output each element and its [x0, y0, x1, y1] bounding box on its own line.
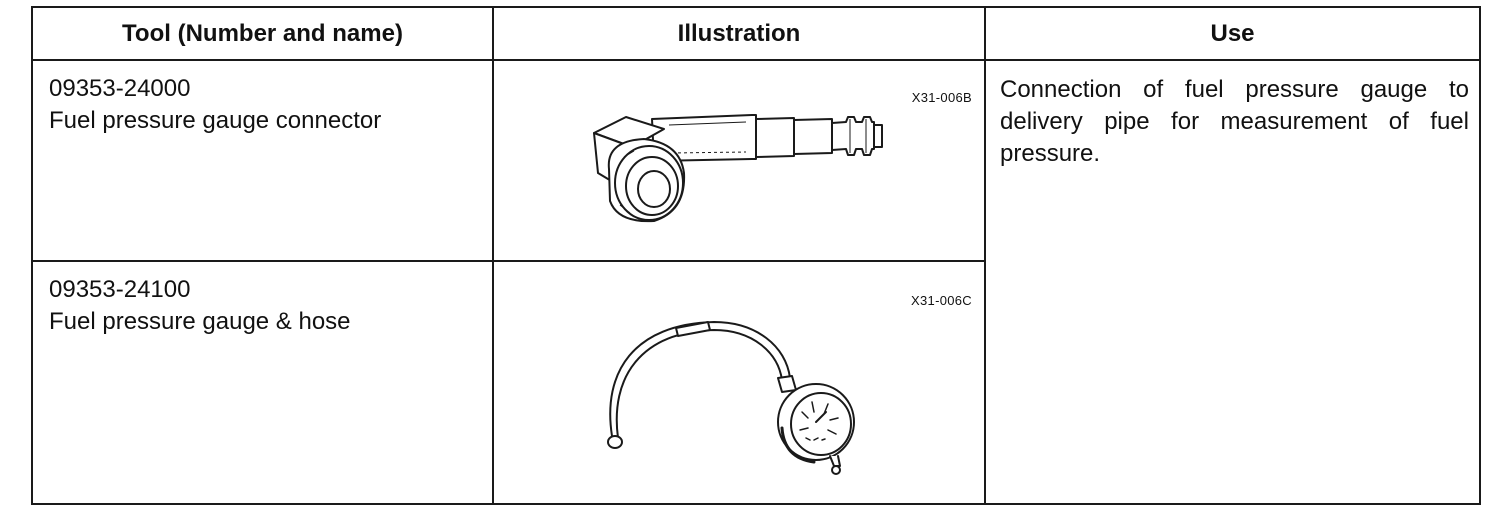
table-row: 09353-24100 Fuel pressure gauge & hose X… [31, 260, 1480, 505]
header-illustration: Illustration [492, 6, 986, 61]
tool-name: Fuel pressure gauge & hose [49, 308, 351, 335]
pressure-gauge-hose-icon [607, 321, 855, 475]
illustration-code: X31-006B [911, 90, 972, 105]
header-row: Tool (Number and name) Illustration Use [31, 6, 1481, 61]
illustration-code: X31-006C [911, 293, 972, 308]
tool-cell: 09353-24100 Fuel pressure gauge & hose [31, 260, 494, 505]
use-cell: Connection of fuel pressure gauge to del… [984, 59, 1481, 505]
header-use: Use [984, 6, 1481, 61]
header-tool: Tool (Number and name) [31, 6, 494, 61]
illustration-cell: X31-006B [492, 59, 986, 262]
illustration-cell: X31-006C [492, 260, 986, 505]
table-row: 09353-24000 Fuel pressure gauge connecto… [31, 59, 1481, 505]
tool-name: Fuel pressure gauge connector [49, 107, 382, 134]
pipe-connector-icon [593, 114, 883, 223]
tool-number: 09353-24000 [49, 75, 191, 102]
tool-number: 09353-24100 [49, 276, 191, 303]
special-tools-table: Tool (Number and name) Illustration Use … [31, 6, 1481, 505]
tool-cell: 09353-24000 Fuel pressure gauge connecto… [31, 59, 494, 262]
